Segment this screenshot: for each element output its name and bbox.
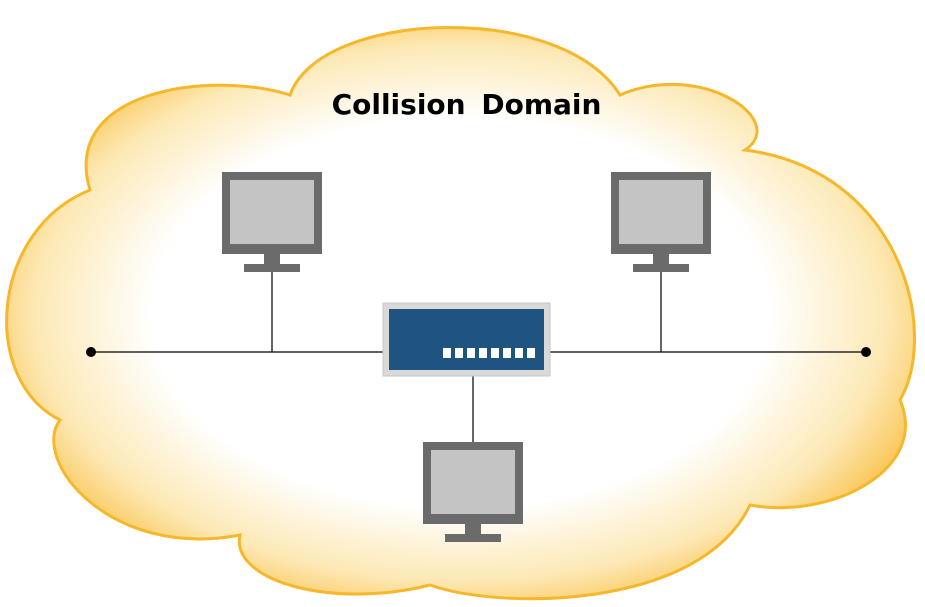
hub-ports [443,348,535,358]
computer-monitor-icon [222,172,322,272]
network-bus [91,272,866,442]
diagram-title: Collision Domain [331,88,602,121]
bus-terminator-right [861,347,871,357]
network-hub-icon [382,302,551,377]
bus-terminator-left [86,347,96,357]
computer-monitor-icon [611,172,711,272]
computer-monitor-icon [423,442,523,542]
